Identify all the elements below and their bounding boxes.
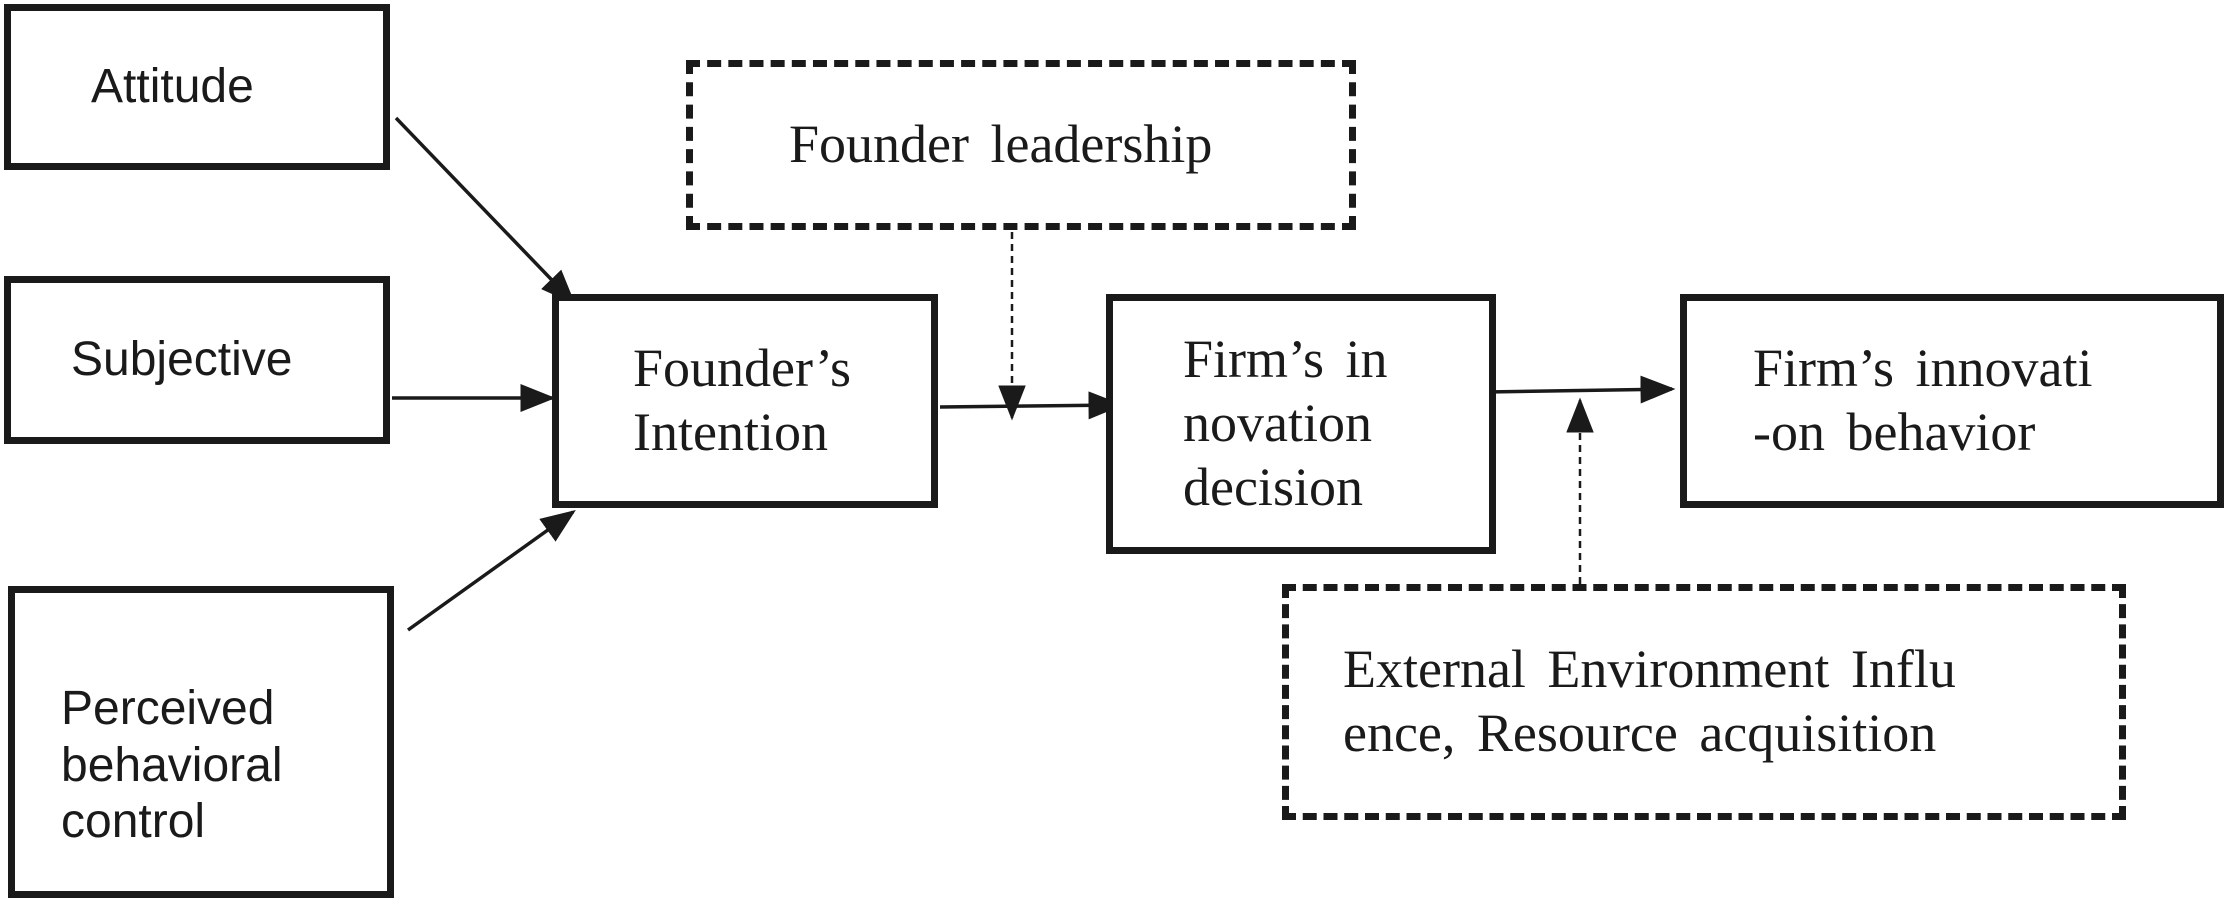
subjective-label: Subjective bbox=[71, 332, 293, 386]
innovation-behavior-line-2: -on behavior bbox=[1753, 402, 2036, 462]
perceived-behavioral-control-line-2: behavioral bbox=[61, 738, 283, 792]
innovation-behavior-box: Firm’s innovati -on behavior bbox=[1680, 294, 2224, 508]
innovation-decision-line-2: novation bbox=[1183, 393, 1372, 454]
innovation-behavior-line-1: Firm’s innovati bbox=[1753, 338, 2093, 399]
attitude-box: Attitude bbox=[4, 4, 390, 170]
perceived-behavioral-control-box: Perceived behavioral control bbox=[8, 586, 394, 898]
innovation-decision-box: Firm’s in novation decision bbox=[1106, 294, 1496, 554]
external-environment-line-1: External Environment Influ bbox=[1343, 639, 1956, 700]
arrow-decision-to-behavior bbox=[1485, 375, 1676, 404]
arrow-attitude-to-intention bbox=[394, 116, 576, 305]
perceived-behavioral-control-line-3: control bbox=[61, 795, 206, 849]
attitude-label: Attitude bbox=[91, 59, 254, 113]
arrow-intention-to-decision bbox=[939, 391, 1124, 420]
external-environment-line-2: ence, Resource acquisition bbox=[1343, 703, 1937, 763]
arrow-control-to-intention bbox=[406, 509, 576, 632]
perceived-behavioral-control-line-1: Perceived bbox=[61, 682, 275, 736]
external-environment-box: External Environment Influ ence, Resourc… bbox=[1282, 584, 2126, 820]
founders-intention-line-2: Intention bbox=[633, 402, 828, 462]
founder-leadership-box: Founder leadership bbox=[686, 60, 1356, 230]
innovation-decision-line-1: Firm’s in bbox=[1183, 329, 1388, 390]
innovation-decision-line-3: decision bbox=[1183, 456, 1363, 517]
subjective-box: Subjective bbox=[4, 276, 390, 444]
founders-intention-line-1: Founder’s bbox=[633, 338, 852, 399]
founder-leadership-label: Founder leadership bbox=[789, 114, 1213, 175]
founders-intention-box: Founder’s Intention bbox=[552, 294, 938, 508]
